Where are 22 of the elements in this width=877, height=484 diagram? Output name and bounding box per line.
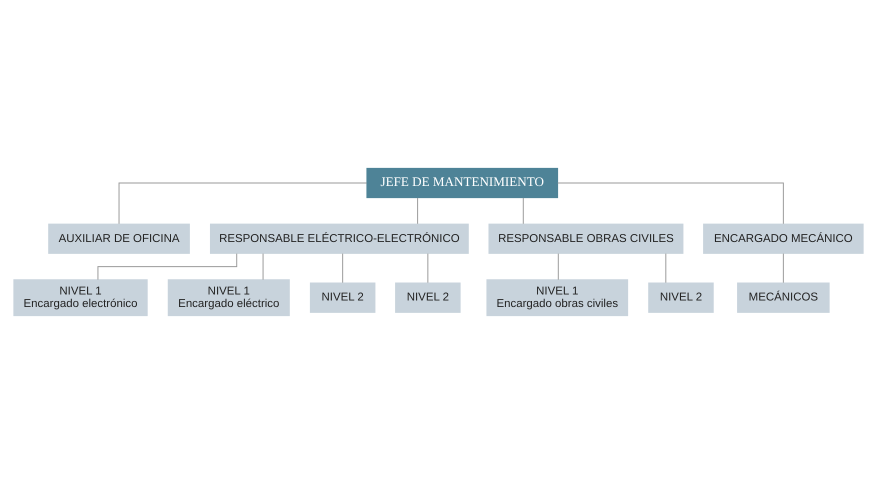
connector [557, 182, 784, 224]
connector [427, 253, 428, 284]
connector [782, 253, 784, 284]
node-box: NIVEL 1 Encargado eléctrico [168, 279, 290, 316]
connector [558, 253, 559, 280]
connector [342, 253, 344, 284]
node-box: MECÁNICOS [737, 282, 830, 313]
node-box: JEFE DE MANTENIMIENTO [366, 168, 558, 198]
node-box: RESPONSABLE ELÉCTRICO-ELECTRÓNICO [210, 224, 469, 254]
node-box: NIVEL 2 [395, 282, 461, 313]
connector [262, 253, 264, 280]
node-box: ENCARGADO MECÁNICO [703, 224, 864, 254]
node-box: NIVEL 1 Encargado electrónico [13, 279, 148, 316]
connector [665, 253, 666, 284]
connector [118, 182, 368, 224]
node-box: NIVEL 2 [648, 282, 714, 313]
node-box: RESPONSABLE OBRAS CIVILES [488, 224, 684, 254]
node-box: NIVEL 1 Encargado obras civiles [486, 279, 628, 316]
node-box: NIVEL 2 [310, 282, 376, 313]
connector [522, 197, 524, 224]
node-box: AUXILIAR DE OFICINA [48, 224, 190, 254]
connector [417, 197, 418, 224]
